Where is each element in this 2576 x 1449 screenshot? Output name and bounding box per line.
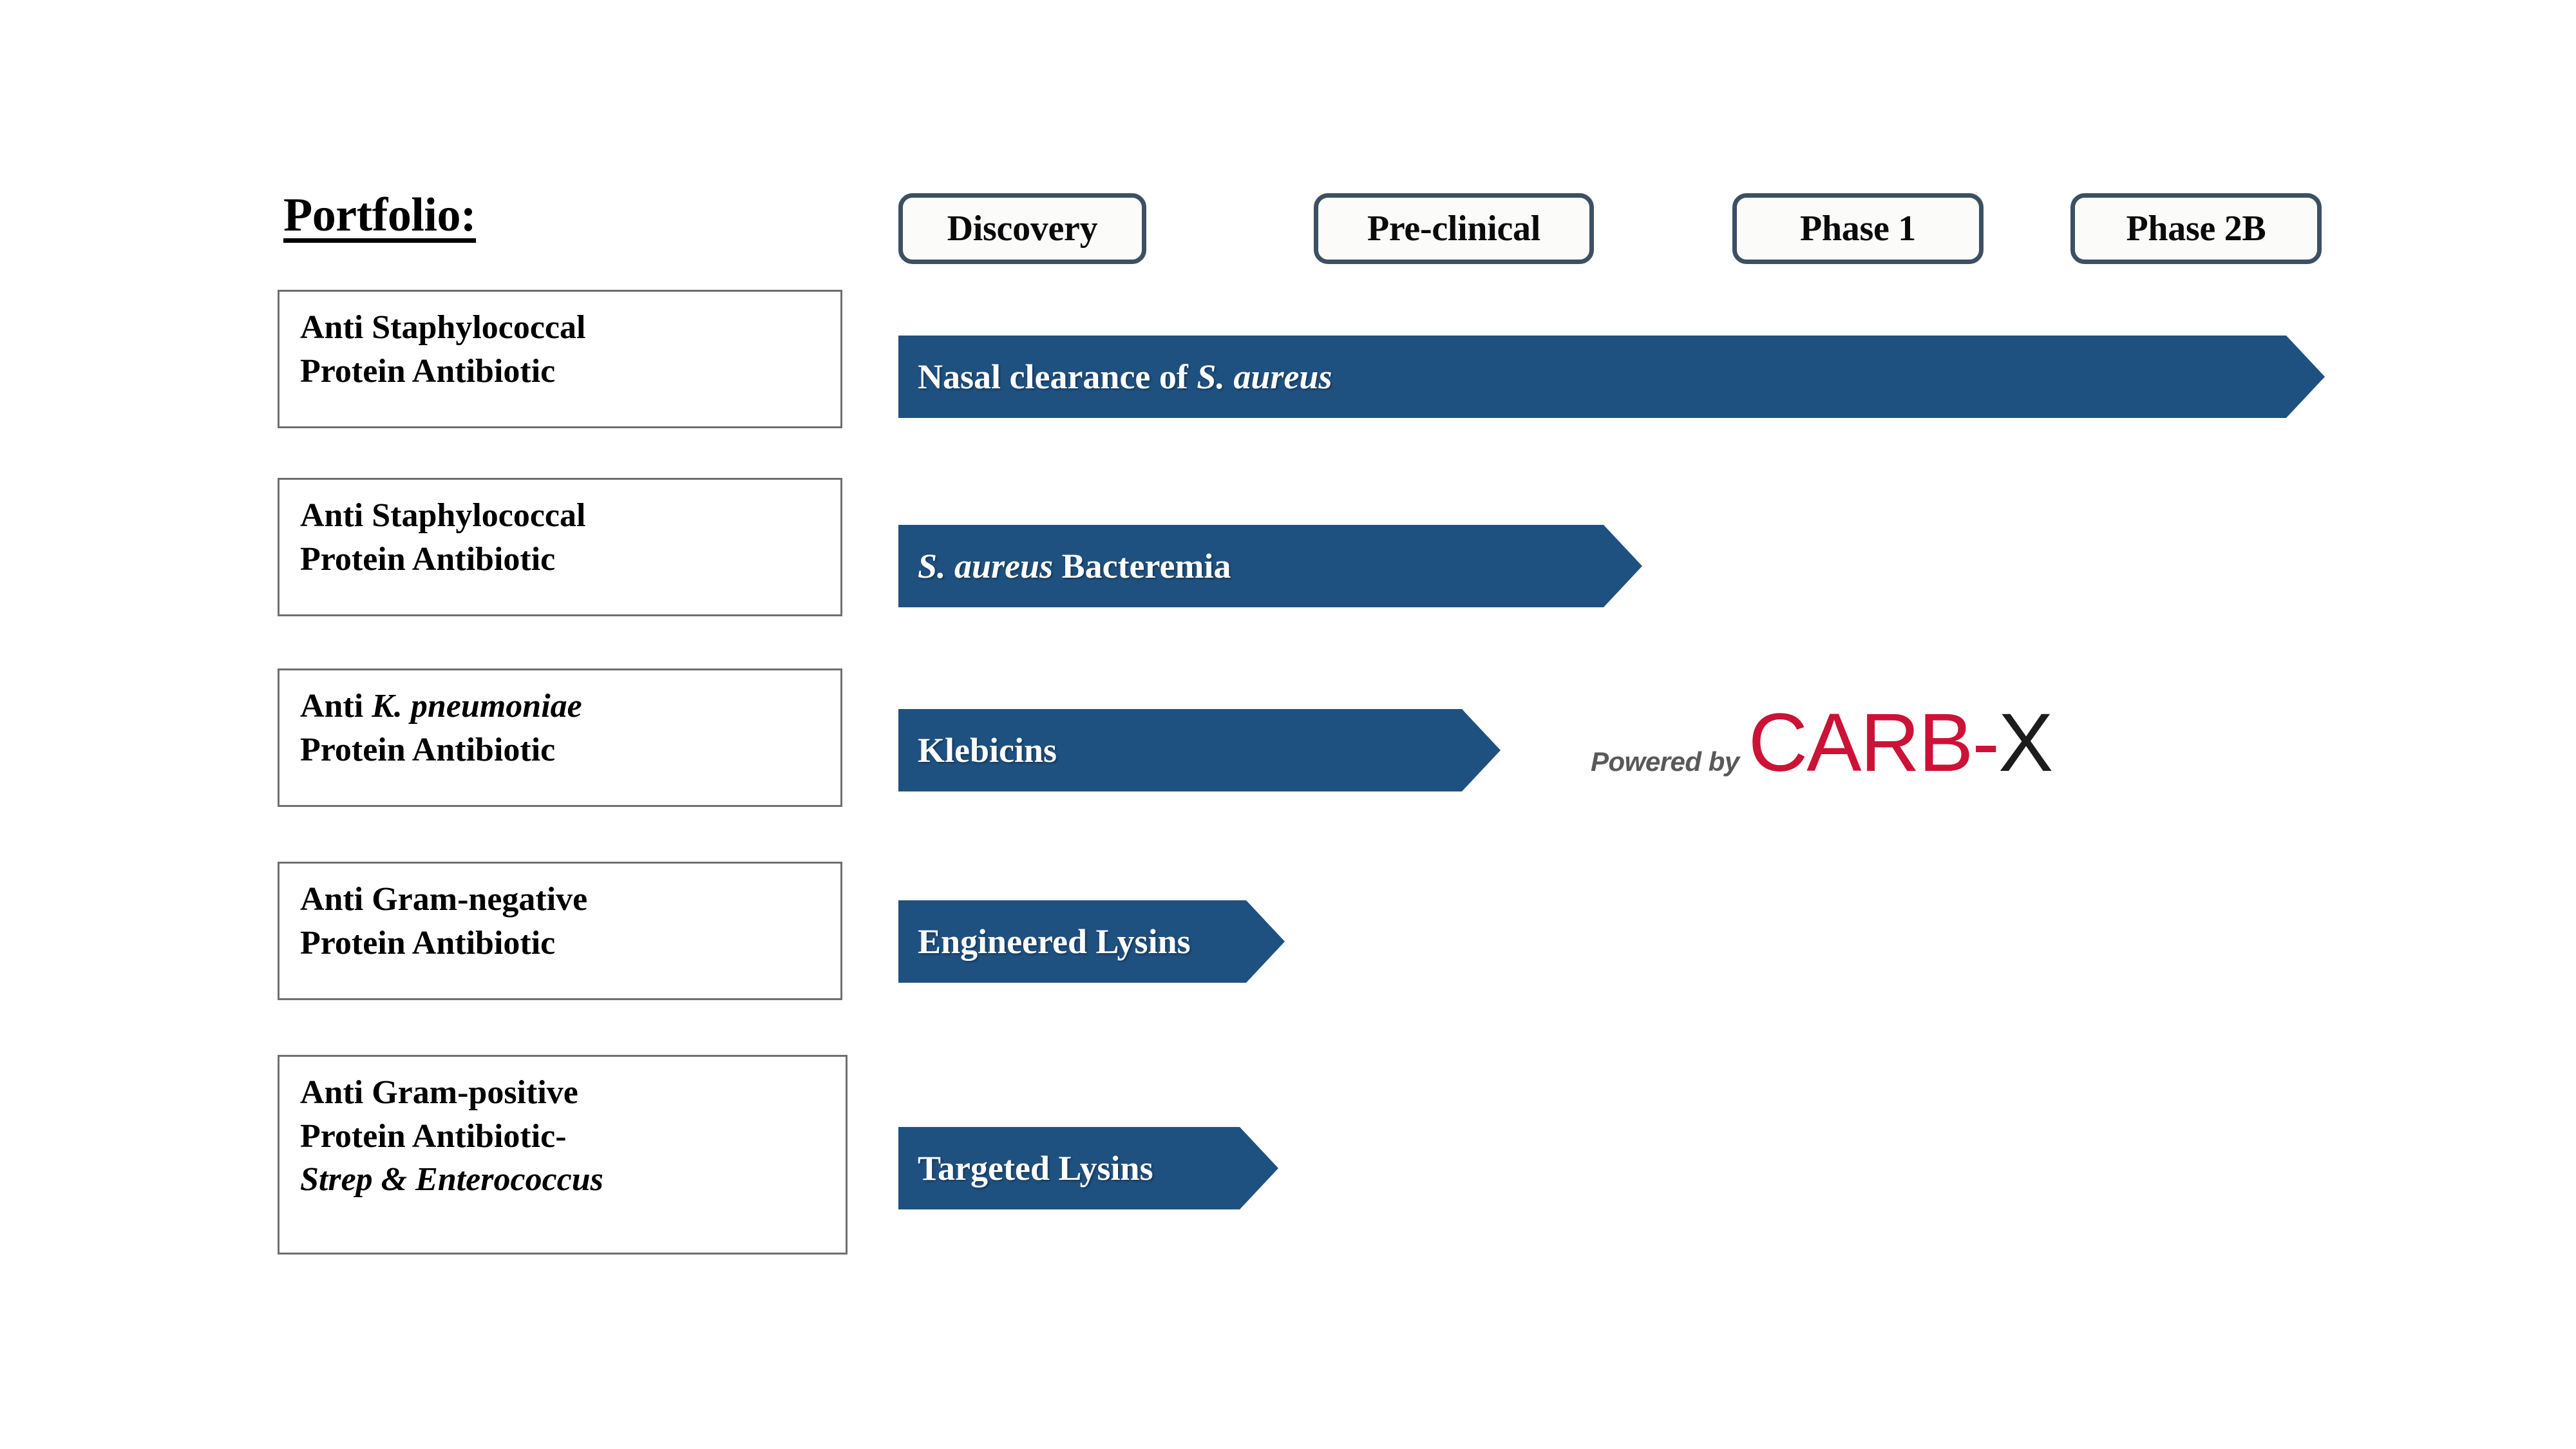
phase-pill-label: Phase 2B	[2126, 209, 2266, 249]
pipeline-arrow-label: S. aureus Bacteremia	[918, 547, 1231, 585]
pipeline-arrow[interactable]: Nasal clearance of S. aureus	[898, 336, 2325, 418]
program-description-line: Protein Antibiotic	[300, 924, 556, 961]
phase-pill-label: Discovery	[947, 209, 1098, 249]
program-description-line: Strep & Enterococcus	[300, 1161, 603, 1198]
pipeline-arrow-label: Targeted Lysins	[918, 1149, 1153, 1188]
pipeline-arrow-label: Nasal clearance of S. aureus	[918, 357, 1332, 396]
program-description-line: Protein Antibiotic-	[300, 1117, 567, 1155]
pipeline-arrow[interactable]: S. aureus Bacteremia	[898, 525, 1642, 607]
carbx-wordmark: CARB-X	[1748, 702, 2054, 784]
program-description-line: Protein Antibiotic	[300, 540, 556, 578]
program-description-line: Anti K. pneumoniae	[300, 688, 582, 724]
pipeline-arrow[interactable]: Engineered Lysins	[898, 900, 1285, 983]
phase-pill-discovery[interactable]: Discovery	[898, 193, 1146, 264]
pipeline-arrow[interactable]: Klebicins	[898, 709, 1501, 791]
phase-pill-phase-2b[interactable]: Phase 2B	[2070, 193, 2322, 264]
program-description-line: Anti Staphylococcal	[300, 309, 586, 346]
program-description-line: Protein Antibiotic	[300, 731, 556, 768]
phase-pill-phase-1[interactable]: Phase 1	[1732, 193, 1984, 264]
program-description-line: Anti Staphylococcal	[300, 497, 586, 534]
phase-pill-label: Pre-clinical	[1367, 209, 1541, 249]
carbx-wordmark-red: CARB-	[1748, 697, 2000, 789]
page-title: Portfolio:	[283, 189, 477, 242]
program-description-line: Anti Gram-positive	[300, 1074, 578, 1111]
program-description-line: Anti Gram-negative	[300, 881, 588, 918]
pipeline-arrow-label: Engineered Lysins	[918, 922, 1191, 961]
pipeline-arrow-label: Klebicins	[918, 731, 1057, 770]
phase-pill-pre-clinical[interactable]: Pre-clinical	[1314, 193, 1594, 264]
program-description-line: Protein Antibiotic	[300, 352, 556, 390]
pipeline-arrow[interactable]: Targeted Lysins	[898, 1127, 1278, 1209]
carbx-wordmark-dark: X	[1998, 697, 2053, 789]
carbx-logo: Powered by CARB-X	[1591, 702, 2054, 784]
phase-pill-label: Phase 1	[1800, 209, 1916, 249]
carbx-powered-by-text: Powered by	[1591, 746, 1739, 777]
